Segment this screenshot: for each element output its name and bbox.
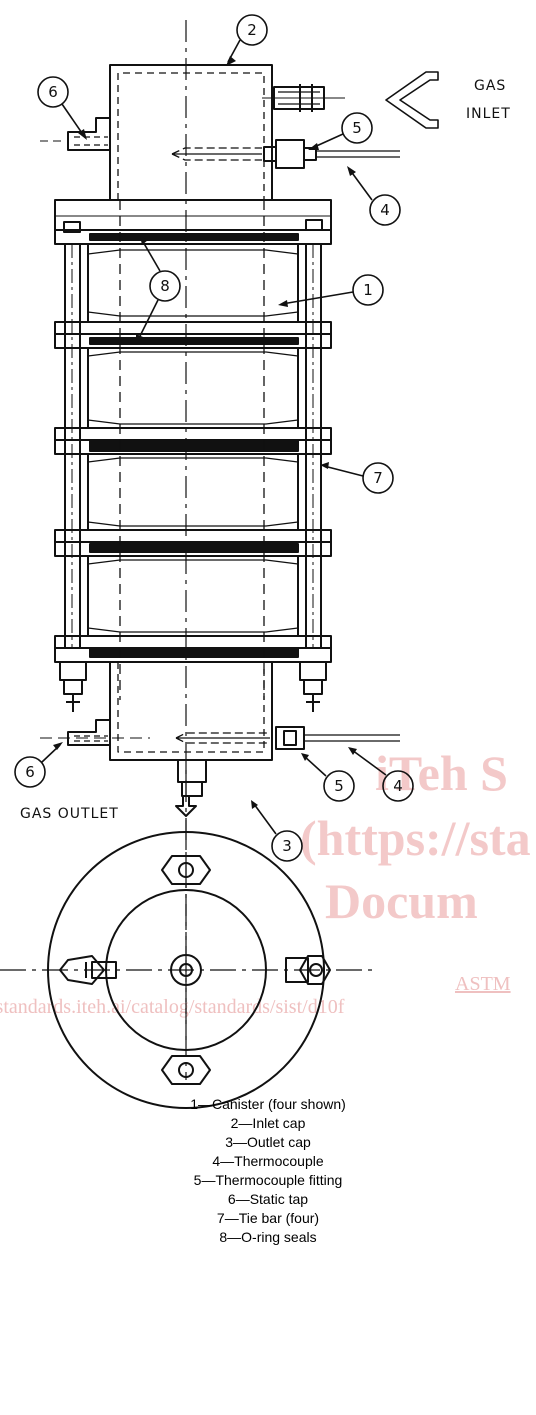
- callout-5-top: 5: [352, 119, 362, 137]
- callout-6-top: 6: [48, 83, 58, 101]
- gas-outlet-label: GAS OUTLET: [20, 806, 119, 822]
- legend-item-3: 3—Outlet cap: [225, 1134, 311, 1150]
- gas-inlet-label-line-1: GAS: [474, 78, 506, 94]
- legend-item-2: 2—Inlet cap: [230, 1115, 306, 1131]
- outlet-cap: [40, 662, 400, 817]
- inlet-cap: [40, 64, 400, 200]
- callout-4-bottom: 4: [393, 777, 403, 795]
- callout-5-bottom: 5: [334, 777, 344, 795]
- watermark-line-4: ASTM: [455, 973, 511, 995]
- canister-stack: [54, 200, 332, 700]
- legend-item-6: 6—Static tap: [227, 1191, 309, 1207]
- callout-6-bottom: 6: [25, 763, 35, 781]
- callout-4-top: 4: [380, 201, 390, 219]
- legend-item-7: 7—Tie bar (four): [216, 1210, 320, 1226]
- watermark-line-3: Docum: [325, 873, 478, 929]
- callouts: [14, 14, 414, 862]
- legend-item-1: 1—Canister (four shown): [190, 1096, 346, 1112]
- watermark: iTeh S (https://sta Docum ASTM /standard…: [0, 745, 531, 1018]
- callout-8: 8: [160, 277, 170, 295]
- gas-inlet-arrow: [385, 71, 439, 129]
- gas-inlet-label-line-2: INLET: [466, 106, 511, 122]
- legend-item-4: 4—Thermocouple: [212, 1153, 324, 1169]
- leader-arrowheads: [53, 56, 357, 809]
- callout-3: 3: [282, 837, 292, 855]
- figure-legend: 1—Canister (four shown) 2—Inlet cap 3—Ou…: [0, 1095, 536, 1247]
- watermark-line-2: (https://sta: [300, 810, 531, 866]
- legend-item-5: 5—Thermocouple fitting: [193, 1172, 343, 1188]
- legend-item-8: 8—O-ring seals: [219, 1229, 317, 1245]
- plan-view: [0, 820, 378, 1109]
- top-flange: [54, 199, 332, 231]
- watermark-line-1: iTeh S: [375, 745, 508, 801]
- callout-2: 2: [247, 21, 257, 39]
- callout-1: 1: [363, 281, 373, 299]
- callout-7: 7: [373, 469, 383, 487]
- tie-bars: [59, 219, 327, 712]
